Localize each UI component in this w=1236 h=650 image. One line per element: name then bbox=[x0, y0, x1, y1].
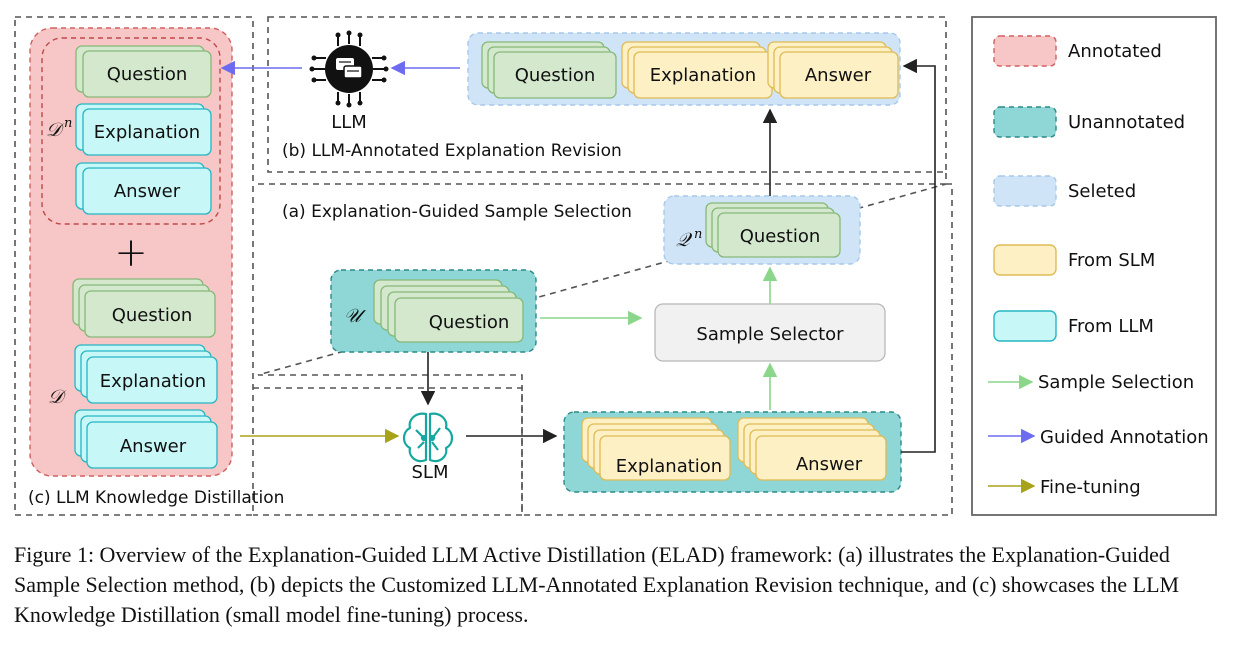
b-explanation-stack: Explanation bbox=[621, 41, 773, 99]
slm-label: SLM bbox=[412, 462, 449, 483]
slm-brain-icon bbox=[402, 412, 454, 463]
svg-text:Question: Question bbox=[112, 305, 193, 326]
b-answer-stack: Answer bbox=[767, 41, 899, 99]
svg-text:From LLM: From LLM bbox=[1068, 316, 1154, 337]
legend-box bbox=[971, 16, 1217, 516]
u-symbol: 𝒰 bbox=[344, 305, 366, 327]
llm-label: LLM bbox=[331, 112, 367, 133]
dn-question-card: Question bbox=[75, 45, 212, 98]
svg-text:Explanation: Explanation bbox=[94, 122, 200, 143]
svg-text:Answer: Answer bbox=[805, 65, 872, 86]
dn-explanation-card: Explanation bbox=[75, 103, 212, 156]
d-question-stack: Question bbox=[72, 278, 216, 338]
section-c-region-extension bbox=[253, 387, 523, 516]
d-answer-stack: Answer bbox=[74, 409, 218, 469]
arrow-slm-output-to-selected bbox=[901, 58, 936, 453]
svg-text:Question: Question bbox=[429, 312, 510, 333]
svg-text:Answer: Answer bbox=[120, 436, 187, 457]
b-question-stack: Question bbox=[481, 41, 617, 99]
section-b-region bbox=[267, 16, 947, 173]
slm-explanation-stack: Explanation bbox=[581, 417, 731, 481]
qn-symbol: 𝒬 bbox=[676, 229, 693, 251]
legend-from-slm: From SLM bbox=[993, 244, 1155, 276]
legend-annotated: Annotated bbox=[993, 35, 1162, 67]
elad-framework-diagram: 𝒟 n Question Explanation Answer + 𝒟 Ques… bbox=[14, 16, 1217, 516]
figure-caption: Figure 1: Overview of the Explanation-Gu… bbox=[14, 542, 1180, 627]
qn-question-stack: Question bbox=[705, 202, 841, 258]
svg-text:Question: Question bbox=[515, 65, 596, 86]
svg-text:Answer: Answer bbox=[796, 454, 863, 475]
u-question-stack: Question bbox=[373, 279, 524, 343]
sample-selector-box: Sample Selector bbox=[654, 303, 886, 362]
qn-superscript: n bbox=[694, 227, 702, 242]
d-symbol: 𝒟 bbox=[48, 386, 67, 408]
plus-symbol: + bbox=[114, 230, 148, 276]
slm-answer-stack: Answer bbox=[737, 417, 887, 481]
svg-text:Explanation: Explanation bbox=[650, 65, 756, 86]
legend-selected: Seleted bbox=[993, 175, 1136, 207]
svg-text:Answer: Answer bbox=[114, 181, 181, 202]
legend-fine-tuning: Fine-tuning bbox=[988, 477, 1141, 498]
svg-text:Sample Selection: Sample Selection bbox=[1038, 372, 1194, 393]
dn-answer-card: Answer bbox=[75, 162, 212, 215]
svg-text:From SLM: From SLM bbox=[1068, 250, 1155, 271]
section-a-region bbox=[257, 172, 953, 516]
legend-sample-selection: Sample Selection bbox=[988, 372, 1194, 393]
dn-symbol: 𝒟 bbox=[46, 119, 65, 141]
svg-text:Explanation: Explanation bbox=[616, 456, 722, 477]
legend-guided-annotation: Guided Annotation bbox=[988, 427, 1209, 448]
section-b-label: (b) LLM-Annotated Explanation Revision bbox=[282, 141, 622, 161]
d-explanation-stack: Explanation bbox=[74, 344, 218, 404]
svg-text:Unannotated: Unannotated bbox=[1068, 112, 1185, 133]
svg-text:Seleted: Seleted bbox=[1068, 181, 1136, 202]
svg-text:Annotated: Annotated bbox=[1068, 41, 1162, 62]
section-c-region bbox=[14, 16, 254, 516]
legend-unannotated: Unannotated bbox=[993, 106, 1185, 138]
section-c-label: (c) LLM Knowledge Distillation bbox=[28, 488, 284, 508]
llm-chip-icon bbox=[309, 30, 389, 108]
dn-superscript: n bbox=[64, 116, 72, 131]
svg-text:Sample Selector: Sample Selector bbox=[696, 324, 844, 345]
section-a-label: (a) Explanation-Guided Sample Selection bbox=[282, 202, 632, 222]
svg-text:Question: Question bbox=[740, 226, 821, 247]
svg-text:Guided Annotation: Guided Annotation bbox=[1040, 427, 1209, 448]
svg-text:Fine-tuning: Fine-tuning bbox=[1040, 477, 1141, 498]
legend-from-llm: From LLM bbox=[993, 310, 1154, 342]
dn-subset-box bbox=[41, 37, 221, 225]
svg-text:Explanation: Explanation bbox=[100, 371, 206, 392]
svg-text:Question: Question bbox=[107, 64, 188, 85]
